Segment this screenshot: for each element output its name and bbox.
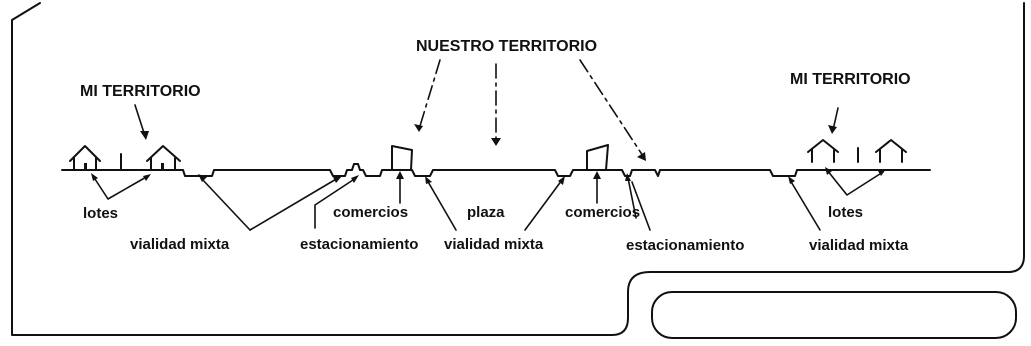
arrowhead	[425, 176, 432, 184]
arrowhead	[351, 175, 359, 183]
arrowhead	[625, 173, 631, 181]
house-icon	[146, 145, 181, 171]
label-lotes-right: lotes	[828, 204, 863, 221]
label-mi-territorio-right: MI TERRITORIO	[790, 71, 911, 88]
label-plaza: plaza	[467, 204, 505, 221]
outer-frame	[11, 2, 1025, 336]
house-icon	[875, 139, 907, 163]
arrowhead	[396, 171, 404, 179]
label-estacionamiento-right: estacionamiento	[626, 237, 744, 254]
arrow-nuestro-territorio-1	[419, 59, 441, 127]
house-icon	[69, 145, 101, 171]
arrowhead	[333, 176, 342, 183]
leader-vialidad-left	[200, 177, 251, 231]
leader-comercios-right-2	[627, 177, 637, 219]
house-icon	[807, 139, 839, 163]
label-estacionamiento-left: estacionamiento	[300, 236, 418, 253]
label-lotes-left: lotes	[83, 205, 118, 222]
leader-vialidad-center-2	[524, 179, 563, 231]
label-vialidad-mixta-right: vialidad mixta	[809, 237, 909, 254]
label-comercios-right: comercios	[565, 204, 640, 221]
label-mi-territorio-left: MI TERRITORIO	[80, 83, 201, 100]
arrow-mi-territorio-left	[134, 104, 146, 137]
arrowhead	[637, 152, 646, 161]
leader-vialidad-left-2	[249, 177, 339, 231]
arrowhead	[140, 131, 149, 140]
arrow-nuestro-territorio-3	[579, 59, 644, 157]
commerce-building-icon	[391, 145, 413, 171]
leader-vialidad-right	[789, 179, 821, 231]
empty-rounded-box	[651, 291, 1017, 339]
commerce-building-icon	[586, 144, 609, 171]
label-comercios-left: comercios	[333, 204, 408, 221]
arrowhead	[414, 124, 423, 132]
leader-estacionamiento-left	[314, 177, 357, 229]
label-nuestro-territorio: NUESTRO TERRITORIO	[416, 38, 597, 55]
arrowhead	[198, 174, 207, 182]
arrowhead	[491, 138, 501, 146]
arrowhead	[593, 171, 601, 179]
leader-lotes-right	[826, 169, 884, 196]
arrowhead	[558, 176, 565, 185]
label-vialidad-mixta-center: vialidad mixta	[444, 236, 544, 253]
arrowhead	[825, 167, 832, 175]
arrowhead	[91, 173, 98, 181]
leader-lotes-left	[92, 175, 149, 200]
leader-vialidad-center	[426, 179, 457, 231]
arrowhead	[788, 176, 795, 184]
leader-estacionamiento-right	[631, 181, 651, 231]
ground-profile	[61, 163, 931, 177]
arrowhead	[828, 125, 837, 134]
arrowhead	[878, 169, 886, 176]
label-vialidad-mixta-left: vialidad mixta	[130, 236, 230, 253]
arrowhead	[143, 174, 151, 181]
